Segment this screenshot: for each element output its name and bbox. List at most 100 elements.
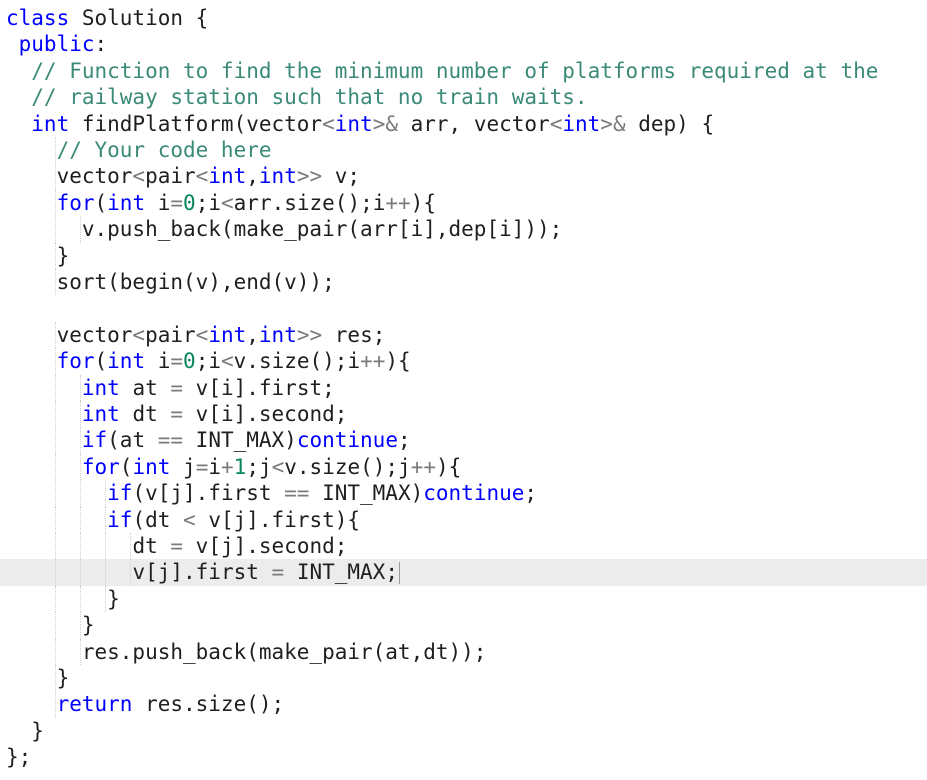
code-line[interactable]: int findPlatform(vector<int>& arr, vecto…	[0, 111, 927, 137]
code-token: for	[56, 349, 95, 374]
code-token: int	[258, 322, 297, 347]
code-token: >&	[600, 111, 626, 136]
code-text: }	[57, 665, 70, 691]
code-token: =	[170, 534, 184, 558]
code-line[interactable]: v.push_back(make_pair(arr[i],dep[i]));	[0, 216, 927, 243]
code-line[interactable]: for(int j=i+1;j<v.size();j++){	[0, 453, 927, 481]
indent-guide	[54, 137, 56, 164]
code-text: // railway station such that no train wa…	[31, 84, 587, 110]
code-line[interactable]: // railway station such that no train wa…	[0, 84, 927, 110]
code-text: if(v[j].first == INT_MAX)continue;	[107, 480, 537, 506]
code-token: public	[18, 32, 95, 57]
code-line[interactable]: // Function to find the minimum number o…	[0, 58, 927, 84]
code-token: (	[94, 349, 108, 374]
indent-guide	[79, 401, 81, 428]
code-token: ;	[397, 428, 411, 453]
code-line[interactable]: }	[0, 242, 927, 269]
code-line[interactable]: for(int i=0;i<arr.size();i++){	[0, 189, 927, 217]
code-line[interactable]: int dt = v[i].second;	[0, 401, 927, 428]
code-text: if(dt < v[j].first){	[107, 507, 360, 533]
indent-guide	[79, 427, 81, 454]
indent-guide	[54, 242, 56, 269]
code-token: // Your code here	[56, 138, 272, 162]
indent-guide	[79, 559, 81, 586]
code-text: }	[57, 243, 70, 269]
code-token: if	[107, 507, 133, 532]
code-token: (	[94, 190, 108, 215]
code-line[interactable]: if(v[j].first == INT_MAX)continue;	[0, 480, 927, 507]
code-token: for	[81, 454, 120, 479]
code-line[interactable]: }	[0, 585, 927, 613]
code-line[interactable]: }	[0, 665, 927, 692]
code-text: // Function to find the minimum number o…	[31, 58, 878, 84]
indent-guide	[79, 506, 81, 533]
code-line[interactable]: // Your code here	[0, 137, 927, 164]
code-token: for	[56, 190, 95, 215]
code-token: INT_MAX;	[284, 560, 398, 585]
code-token: continue	[296, 428, 398, 453]
indent-guide	[54, 427, 56, 454]
code-token: <	[183, 507, 196, 532]
indent-guide	[54, 216, 56, 243]
code-token: int	[208, 164, 247, 189]
code-text: return res.size();	[57, 691, 285, 717]
code-token: v.push_back(make_pair(arr[i],dep[i]));	[81, 217, 563, 242]
code-token: int	[208, 322, 247, 347]
code-token: v[j].second;	[183, 534, 348, 558]
code-token: ){	[436, 454, 462, 479]
code-line[interactable]: for(int i=0;i<v.size();i++){	[0, 348, 927, 375]
code-token: v[i].first;	[183, 375, 335, 400]
code-line[interactable]: if(at == INT_MAX)continue;	[0, 427, 927, 454]
code-token: int	[81, 375, 120, 400]
code-line[interactable]: vector<pair<int,int>> res;	[0, 321, 927, 349]
code-text: for(int j=i+1;j<v.size();j++){	[82, 454, 461, 480]
indent-guide	[54, 585, 56, 613]
code-line[interactable]: }	[0, 612, 927, 639]
code-token: int	[258, 164, 297, 189]
code-line[interactable]	[0, 295, 927, 321]
code-token: (dt	[132, 507, 184, 532]
indent-guide	[54, 321, 56, 349]
code-token: if	[81, 428, 108, 453]
code-token: int	[562, 111, 601, 136]
code-token: =	[271, 560, 285, 585]
code-token: <	[271, 454, 285, 479]
code-token: +	[221, 454, 234, 479]
code-token: }	[81, 613, 95, 638]
code-token: int	[31, 111, 70, 136]
code-text: vector<pair<int,int>> v;	[57, 163, 361, 189]
indent-guide	[54, 453, 56, 481]
code-token: >&	[372, 111, 398, 136]
code-line[interactable]: sort(begin(v),end(v));	[0, 269, 927, 296]
code-line[interactable]: dt = v[j].second;	[0, 533, 927, 560]
code-token: :	[94, 32, 108, 57]
code-line[interactable]: res.push_back(make_pair(at,dt));	[0, 638, 927, 665]
code-line[interactable]: }	[0, 718, 927, 744]
code-token: return	[56, 692, 133, 717]
indent-guide	[54, 480, 56, 507]
code-line[interactable]: v[j].first = INT_MAX;	[0, 559, 927, 586]
code-token: ;j	[246, 454, 272, 479]
code-text: int at = v[i].first;	[82, 375, 335, 401]
code-token: (at	[107, 428, 158, 453]
text-cursor	[398, 562, 400, 585]
indent-guide	[105, 559, 107, 586]
code-text: };	[6, 744, 31, 770]
code-token: ,	[246, 164, 259, 189]
code-line[interactable]: class Solution {	[0, 5, 927, 31]
indent-guide	[54, 665, 56, 692]
code-line[interactable]: int at = v[i].first;	[0, 374, 927, 401]
code-token: findPlatform(vector	[69, 111, 323, 136]
code-line[interactable]: return res.size();	[0, 691, 927, 718]
code-line[interactable]: vector<pair<int,int>> v;	[0, 163, 927, 190]
indent-guide	[105, 533, 107, 560]
code-token: arr.size();i	[233, 190, 386, 215]
code-line[interactable]: };	[0, 744, 927, 770]
code-line[interactable]: public:	[0, 31, 927, 57]
code-token: i	[145, 190, 171, 215]
code-token: int	[132, 454, 171, 479]
code-line[interactable]: if(dt < v[j].first){	[0, 506, 927, 533]
code-token: vector	[56, 322, 133, 347]
indent-guide	[105, 585, 107, 613]
